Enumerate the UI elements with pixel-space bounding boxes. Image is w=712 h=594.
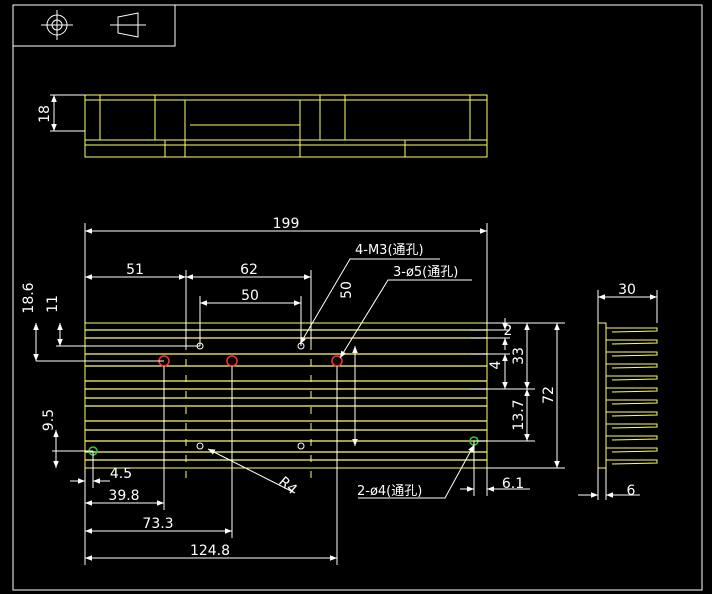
end-fin — [606, 339, 658, 345]
dim-72: 72 — [541, 386, 557, 404]
truncated-cone-icon — [110, 12, 146, 38]
callout-m3-holes: 4-M3(通孔) — [355, 243, 424, 258]
tapped-holes-m3 — [196, 342, 305, 450]
dim-6: 6 — [627, 483, 636, 499]
end-fin — [606, 363, 658, 369]
dim-2: 2 — [504, 323, 513, 339]
fin-slots — [85, 327, 487, 478]
dim-39-8: 39.8 — [108, 488, 139, 504]
end-fin — [606, 423, 658, 429]
radius-r4: R4 — [275, 474, 300, 498]
end-fin — [606, 411, 658, 417]
top-view — [84, 322, 488, 469]
dim-18-6: 18.6 — [21, 282, 37, 313]
dim-50-horizontal: 50 — [241, 288, 259, 304]
end-fin — [606, 351, 658, 357]
hole-5mm — [226, 355, 238, 367]
dim-9-5: 9.5 — [41, 409, 57, 431]
dim-50-vertical: 50 — [339, 281, 355, 299]
side-view — [84, 94, 488, 158]
end-view-fins — [606, 327, 658, 465]
callout-4mm-holes: 2-ø4(通孔) — [357, 484, 422, 499]
end-fin — [606, 399, 658, 405]
dimension-lines — [33, 94, 658, 565]
end-fin — [606, 375, 658, 381]
end-fin — [606, 435, 658, 441]
dim-62: 62 — [240, 262, 258, 278]
dim-73-3: 73.3 — [142, 516, 173, 532]
dim-4-5: 4.5 — [110, 466, 132, 482]
dim-4: 4 — [488, 360, 504, 369]
dim-11: 11 — [45, 295, 61, 313]
tapped-hole — [297, 442, 305, 450]
tapped-hole — [196, 442, 204, 450]
circle-crosshair-icon — [41, 10, 73, 40]
end-fin — [606, 387, 658, 393]
dim-6-1: 6.1 — [502, 476, 524, 492]
dim-18: 18 — [37, 105, 53, 123]
end-fin — [606, 459, 658, 465]
callout-5mm-holes: 3-ø5(通孔) — [393, 265, 458, 280]
dim-33: 33 — [511, 347, 527, 365]
dim-51: 51 — [126, 262, 144, 278]
dim-199: 199 — [273, 216, 300, 232]
drawing-frame — [12, 4, 703, 591]
end-fin — [606, 327, 658, 333]
dim-124-8: 124.8 — [190, 543, 230, 559]
dim-30: 30 — [618, 282, 636, 298]
end-view — [597, 322, 607, 469]
title-block — [13, 5, 176, 47]
end-fin — [606, 447, 658, 453]
dim-13-7: 13.7 — [511, 399, 527, 430]
